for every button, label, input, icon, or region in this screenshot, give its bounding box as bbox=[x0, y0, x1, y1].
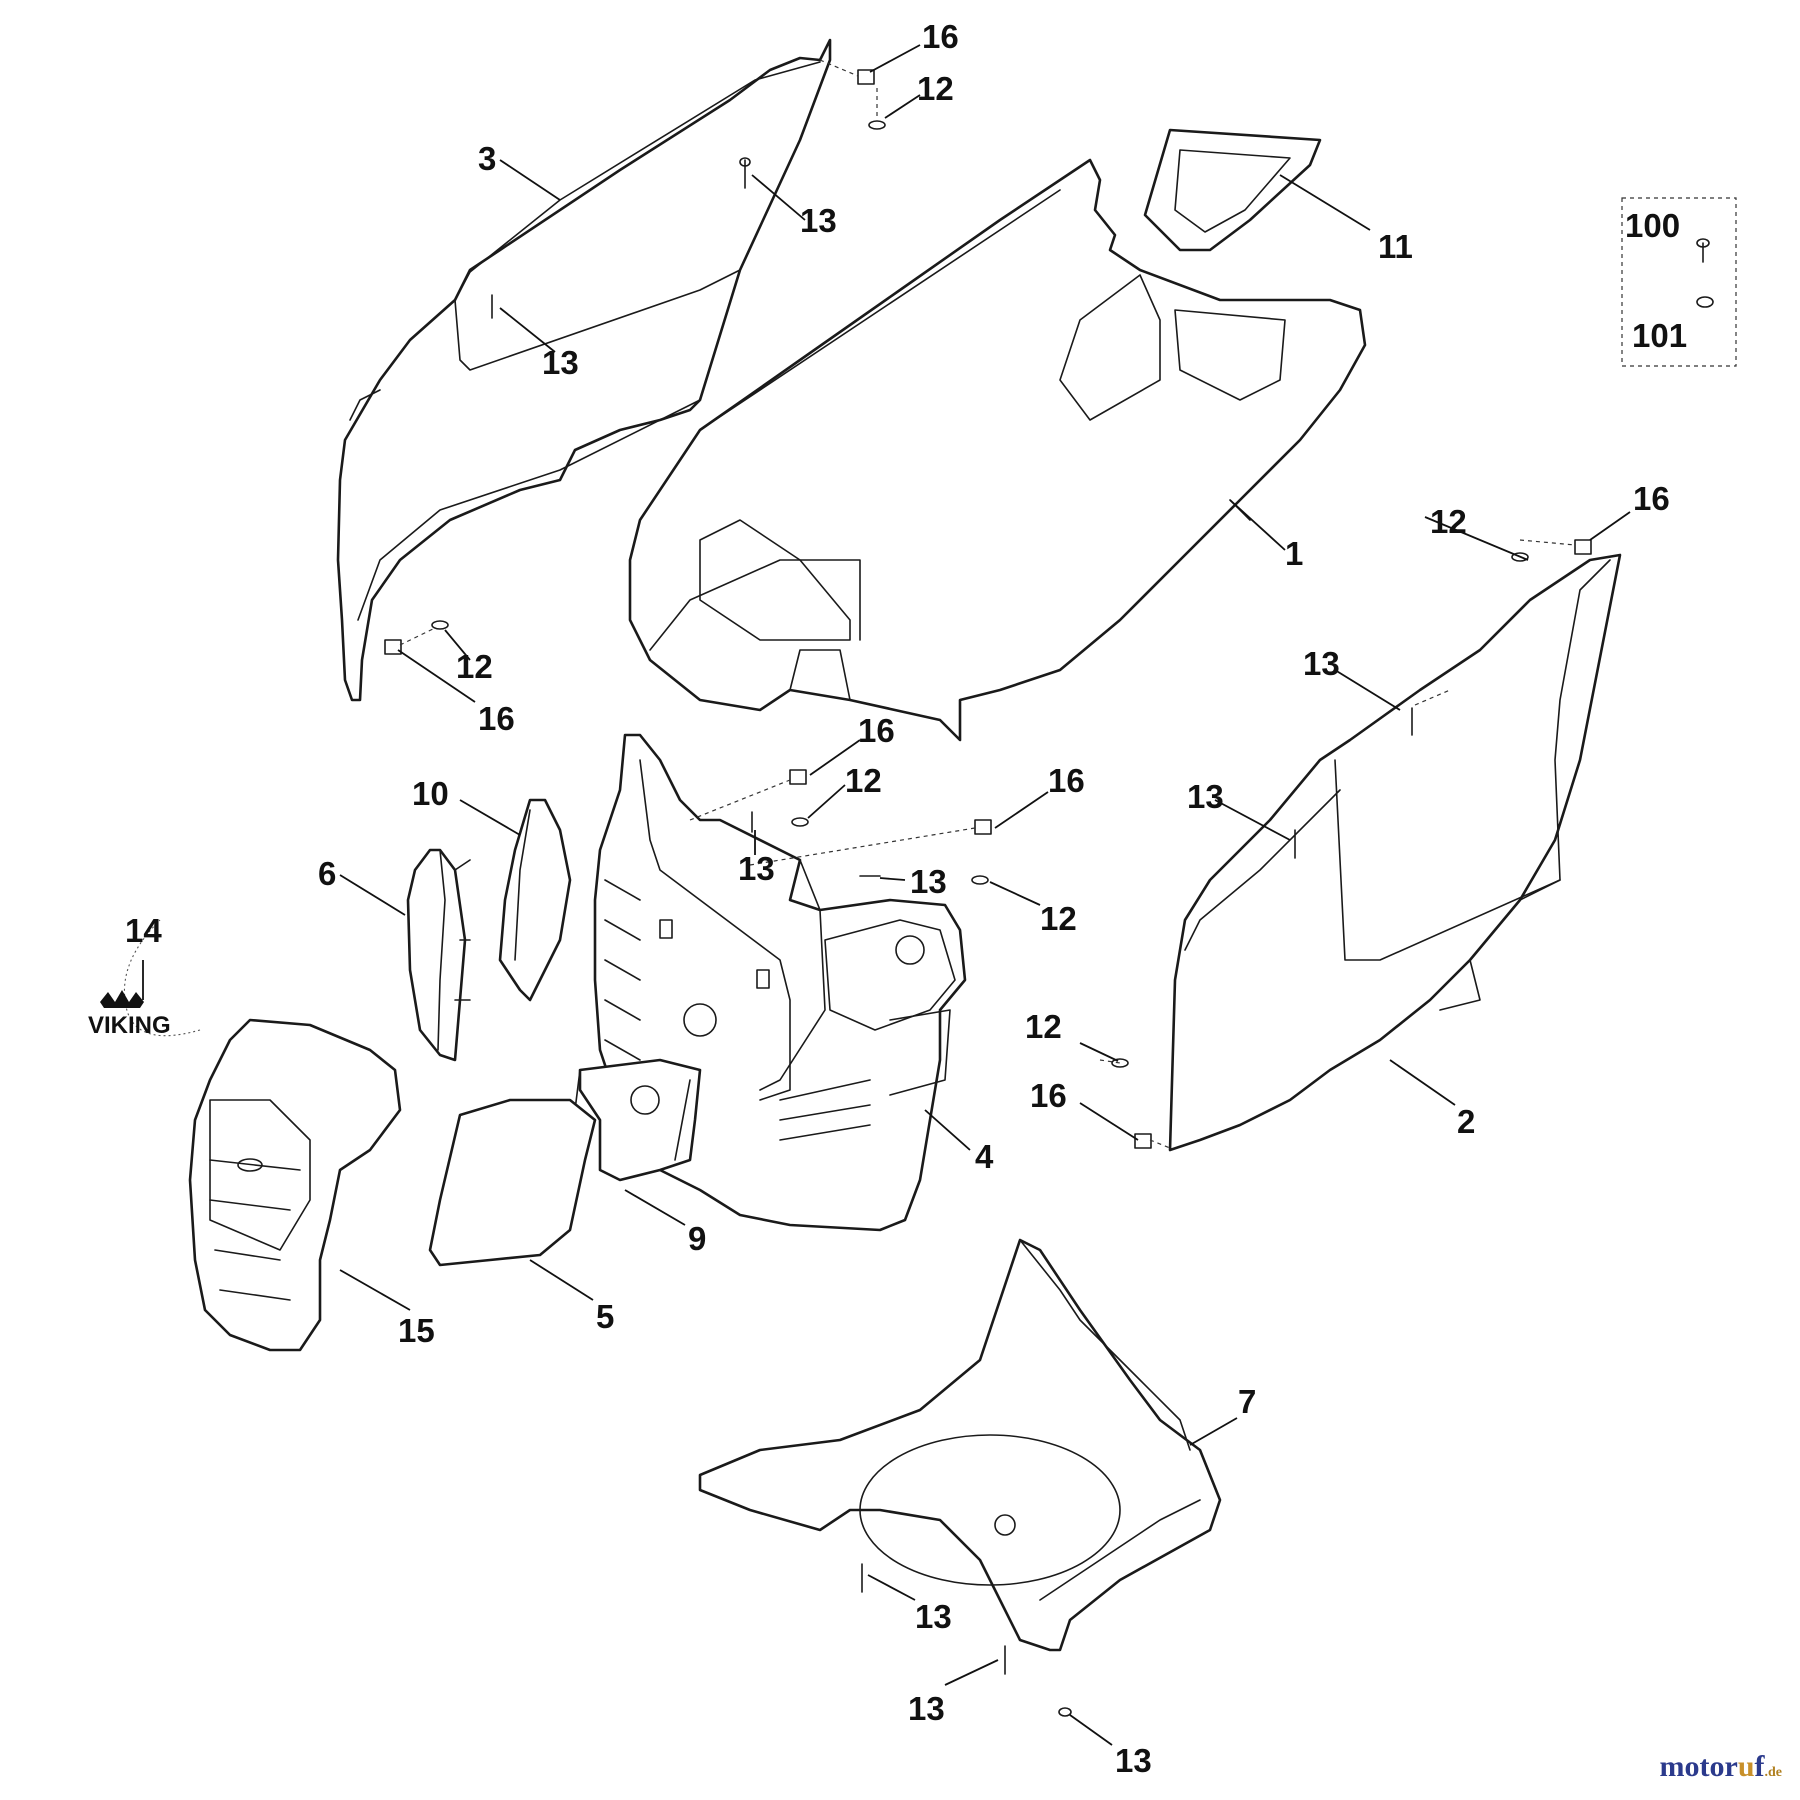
callout-13: 13 bbox=[1115, 1742, 1152, 1779]
assembly-guides bbox=[399, 59, 1576, 1149]
callout-6: 6 bbox=[318, 855, 336, 892]
part-5-lens-cover bbox=[428, 1098, 597, 1267]
clip-nut-16d bbox=[974, 819, 992, 835]
callout-7: 7 bbox=[1238, 1383, 1256, 1420]
part-2-right-side-panel bbox=[1168, 553, 1622, 1152]
fasteners bbox=[384, 69, 1714, 1717]
washer-12a bbox=[868, 120, 886, 130]
screw-13i bbox=[1058, 1707, 1072, 1717]
callout-16: 16 bbox=[922, 18, 959, 55]
part-10-lens bbox=[498, 798, 572, 1002]
clip-nut-16c bbox=[789, 769, 807, 785]
callout-16: 16 bbox=[858, 712, 895, 749]
viking-logo-text: VIKING bbox=[88, 1012, 171, 1039]
kit-box bbox=[1621, 197, 1737, 367]
part-6-bracket bbox=[406, 848, 471, 1062]
callout-16: 16 bbox=[1633, 480, 1670, 517]
callout-13: 13 bbox=[910, 863, 947, 900]
washer-101 bbox=[1696, 296, 1714, 308]
callouts: 16 12 3 13 13 11 100 101 1 12 16 13 13 1… bbox=[125, 18, 1687, 1779]
callout-13: 13 bbox=[908, 1690, 945, 1727]
callout-14: 14 bbox=[125, 912, 162, 949]
callout-2: 2 bbox=[1457, 1103, 1475, 1140]
callout-13: 13 bbox=[800, 202, 837, 239]
callout-13: 13 bbox=[738, 850, 775, 887]
viking-logo: VIKING bbox=[88, 990, 171, 1039]
callout-13: 13 bbox=[1187, 778, 1224, 815]
part-11-vent-frame bbox=[1143, 128, 1322, 252]
callout-4: 4 bbox=[975, 1138, 994, 1175]
callout-12: 12 bbox=[845, 762, 882, 799]
part-15-grille bbox=[123, 919, 402, 1352]
callout-16: 16 bbox=[1048, 762, 1085, 799]
callout-12: 12 bbox=[1025, 1008, 1062, 1045]
part-9-headlight-housing bbox=[574, 1058, 702, 1182]
callout-9: 9 bbox=[688, 1220, 706, 1257]
callout-101: 101 bbox=[1632, 317, 1687, 354]
washer-12b bbox=[431, 620, 449, 630]
clip-nut-16f bbox=[1134, 1133, 1152, 1149]
clip-nut-16e bbox=[1574, 539, 1592, 555]
callout-16: 16 bbox=[478, 700, 515, 737]
callout-1: 1 bbox=[1285, 535, 1303, 572]
part-7-footrest bbox=[698, 1238, 1222, 1652]
part-3-left-side-panel bbox=[336, 38, 832, 702]
callout-13: 13 bbox=[1303, 645, 1340, 682]
washer-12d bbox=[971, 875, 989, 885]
callout-13: 13 bbox=[915, 1598, 952, 1635]
washer-12f bbox=[1111, 1058, 1129, 1068]
washer-12e bbox=[1511, 552, 1529, 562]
callout-12: 12 bbox=[917, 70, 954, 107]
callout-12: 12 bbox=[1040, 900, 1077, 937]
callout-11: 11 bbox=[1378, 228, 1413, 265]
watermark: motoruf.de bbox=[1659, 1750, 1782, 1783]
callout-13: 13 bbox=[542, 344, 579, 381]
callout-10: 10 bbox=[412, 775, 449, 812]
callout-16: 16 bbox=[1030, 1077, 1067, 1114]
callout-12: 12 bbox=[1430, 503, 1467, 540]
callout-3: 3 bbox=[478, 140, 496, 177]
clip-nut-16a bbox=[857, 69, 875, 85]
callout-12: 12 bbox=[456, 648, 493, 685]
washer-12c bbox=[791, 817, 809, 827]
callout-15: 15 bbox=[398, 1312, 435, 1349]
callout-5: 5 bbox=[596, 1298, 614, 1335]
callout-100: 100 bbox=[1625, 207, 1680, 244]
clip-nut-16b bbox=[384, 639, 402, 655]
leader-lines bbox=[142, 44, 1631, 1746]
